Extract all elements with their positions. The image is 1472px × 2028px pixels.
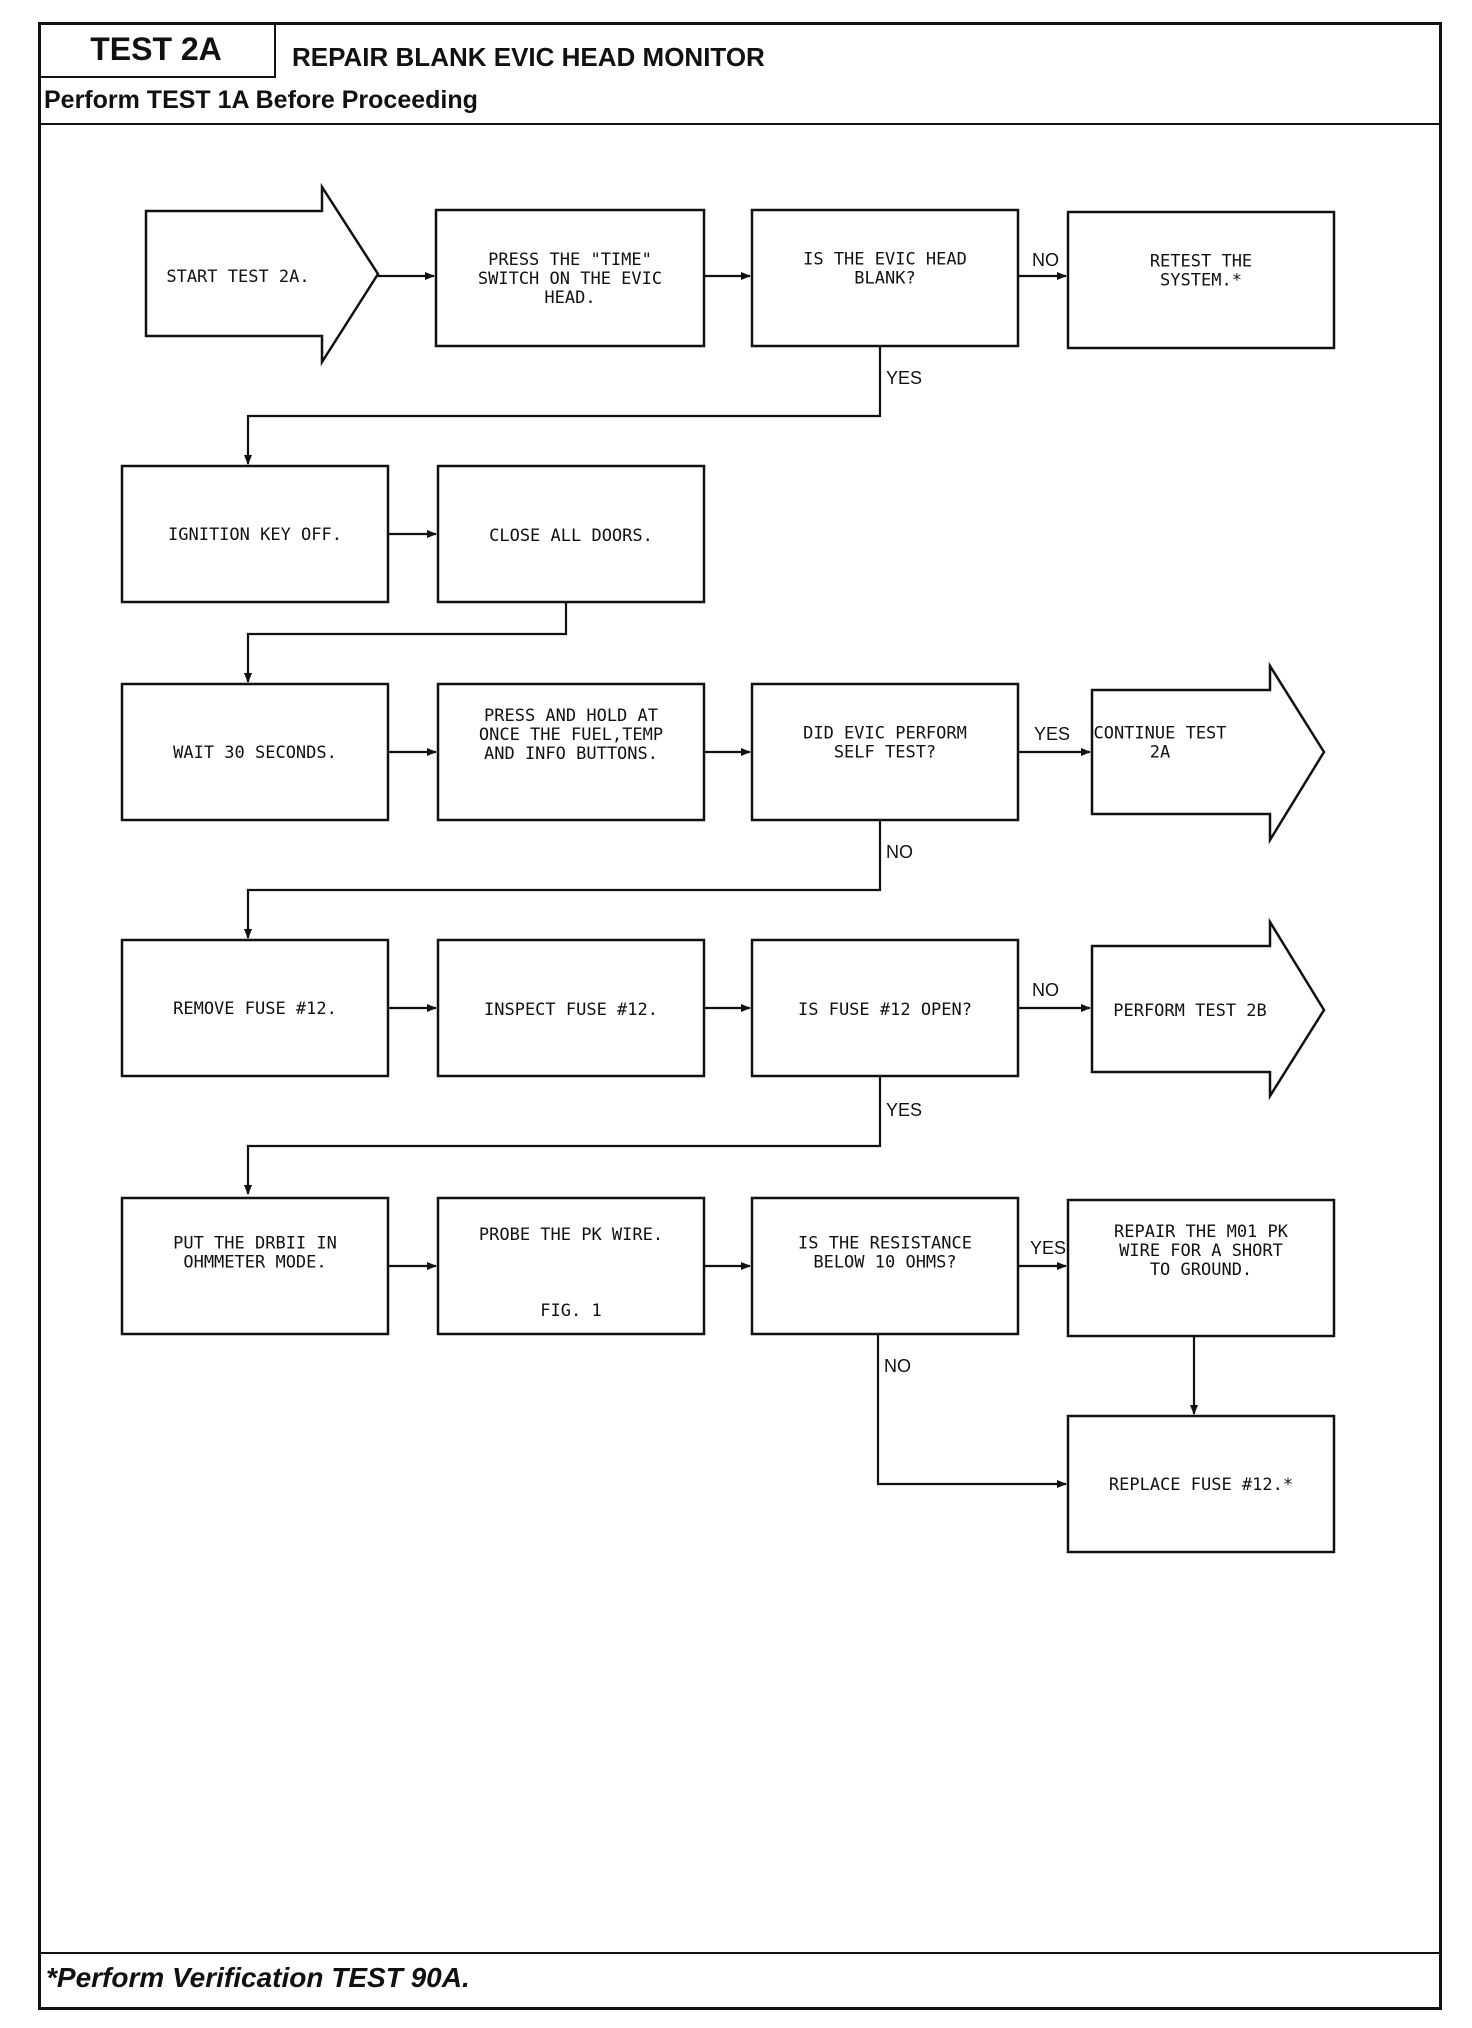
node-inspect-fuse: INSPECT FUSE #12. [436, 938, 706, 1078]
node-text-line: PRESS THE "TIME" [488, 250, 652, 270]
node-text-line: HEAD. [544, 288, 595, 308]
node-text-line: PROBE THE PK WIRE. [479, 1225, 663, 1245]
label-blank-yes: YES [886, 368, 922, 388]
label-self-no: NO [886, 842, 913, 862]
arrow-res-no [876, 1334, 1067, 1488]
label-res-yes: YES [1030, 1238, 1066, 1258]
header-rule [38, 123, 1442, 125]
footer-note: *Perform Verification TEST 90A. [46, 1962, 470, 1993]
node-text-line: IS THE RESISTANCE [798, 1234, 972, 1254]
node-text-line: SELF TEST? [834, 743, 936, 763]
node-text-line: WAIT 30 SECONDS. [173, 743, 337, 763]
node-start-text: START TEST 2A. [166, 267, 309, 287]
arrow-doors-wait [244, 602, 568, 683]
node-text-line: WIRE FOR A SHORT [1119, 1241, 1283, 1261]
node-text-line: SWITCH ON THE EVIC [478, 269, 662, 289]
node-text-line: BLANK? [854, 269, 915, 289]
node-remove-fuse-text: REMOVE FUSE #12. [173, 999, 337, 1019]
node-text-line: FIG. 1 [540, 1301, 601, 1321]
node-text-line: IGNITION KEY OFF. [168, 525, 342, 545]
node-text-line: OHMMETER MODE. [183, 1253, 326, 1273]
node-wait: WAIT 30 SECONDS. [120, 682, 390, 822]
prerequisite-note: Perform TEST 1A Before Proceeding [44, 86, 478, 114]
page-title: REPAIR BLANK EVIC HEAD MONITOR [292, 42, 765, 72]
node-text-line: REMOVE FUSE #12. [173, 999, 337, 1019]
node-text-line: AND INFO BUTTONS. [484, 744, 658, 764]
node-text-line: 2A [1150, 743, 1170, 763]
node-close-doors-text: CLOSE ALL DOORS. [489, 526, 653, 546]
footer-rule [38, 1952, 1442, 1954]
node-text-line: PRESS AND HOLD AT [484, 706, 658, 726]
node-wait-text: WAIT 30 SECONDS. [173, 743, 337, 763]
node-start: START TEST 2A. [144, 182, 380, 367]
node-text-line: ONCE THE FUEL,TEMP [479, 725, 663, 745]
test-id: TEST 2A [38, 22, 276, 76]
node-probe-text: PROBE THE PK WIRE. [479, 1225, 663, 1245]
node-probe: PROBE THE PK WIRE. FIG. 1 [436, 1196, 706, 1336]
node-text-line: RETEST THE [1150, 252, 1252, 272]
node-text-line: DID EVIC PERFORM [803, 724, 967, 744]
arrow-blank-yes [244, 346, 882, 465]
node-text-line: IS FUSE #12 OPEN? [798, 1000, 972, 1020]
label-fuse-no: NO [1032, 980, 1059, 1000]
arrow-self-no [244, 820, 882, 939]
node-text-line: IS THE EVIC HEAD [803, 250, 967, 270]
node-ignition-text: IGNITION KEY OFF. [168, 525, 342, 545]
node-text-line: REPAIR THE M01 PK [1114, 1222, 1289, 1242]
arrow-fuse-yes [244, 1076, 882, 1195]
node-text-line: CLOSE ALL DOORS. [489, 526, 653, 546]
node-ignition: IGNITION KEY OFF. [120, 464, 390, 604]
node-text-line: START TEST 2A. [166, 267, 309, 287]
node-replace-fuse-text: REPLACE FUSE #12.* [1109, 1475, 1293, 1495]
node-text-line: PUT THE DRBII IN [173, 1234, 337, 1254]
label-fuse-yes: YES [886, 1100, 922, 1120]
label-self-yes: YES [1034, 724, 1070, 744]
node-text-line: PERFORM TEST 2B [1113, 1001, 1267, 1021]
node-replace-fuse: REPLACE FUSE #12.* [1066, 1414, 1336, 1554]
node-perform-2b: PERFORM TEST 2B [1090, 917, 1326, 1101]
label-res-no: NO [884, 1356, 911, 1376]
node-probe-fig-text: FIG. 1 [540, 1301, 601, 1321]
node-text-line: CONTINUE TEST [1093, 724, 1226, 744]
node-remove-fuse: REMOVE FUSE #12. [120, 938, 390, 1078]
node-perform-2b-text: PERFORM TEST 2B [1113, 1001, 1267, 1021]
node-text-line: SYSTEM.* [1160, 271, 1242, 291]
header-divider [38, 76, 276, 78]
node-text-line: REPLACE FUSE #12.* [1109, 1475, 1293, 1495]
node-text-line: BELOW 10 OHMS? [813, 1253, 956, 1273]
decision-fuse-open-text: IS FUSE #12 OPEN? [798, 1000, 972, 1020]
label-blank-no: NO [1032, 250, 1059, 270]
node-close-doors: CLOSE ALL DOORS. [436, 464, 706, 604]
node-inspect-fuse-text: INSPECT FUSE #12. [484, 1000, 658, 1020]
decision-fuse-open: IS FUSE #12 OPEN? [750, 938, 1020, 1078]
node-text-line: INSPECT FUSE #12. [484, 1000, 658, 1020]
page-frame [38, 22, 1442, 2010]
node-text-line: TO GROUND. [1150, 1260, 1252, 1280]
